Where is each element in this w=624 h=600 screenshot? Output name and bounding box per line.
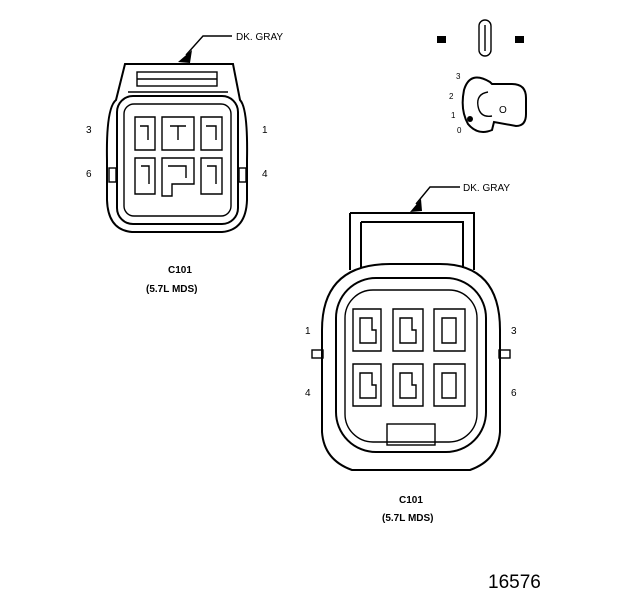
key-pointer-dot xyxy=(467,116,473,122)
bottom-connector-variant: (5.7L MDS) xyxy=(382,513,434,524)
bottom-pin-4: 4 xyxy=(305,388,311,399)
key-position-0: 0 xyxy=(457,126,462,135)
top-pin-4: 4 xyxy=(262,169,268,180)
bottom-pin-6: 6 xyxy=(511,388,517,399)
top-connector: DK. GRAY 3 1 6 4 C101 (5.7L MDS) xyxy=(86,32,283,295)
key-letter: O xyxy=(499,105,507,116)
key-detail: O 3 2 1 0 xyxy=(437,19,527,135)
key-marker-left xyxy=(437,36,446,43)
bottom-connector-name: C101 xyxy=(399,495,423,506)
bottom-connector: DK. GRAY 1 3 4 6 C101 (5.7L MDS) xyxy=(305,183,517,524)
top-connector-color-label: DK. GRAY xyxy=(236,32,283,43)
top-connector-name: C101 xyxy=(168,265,192,276)
key-position-1: 1 xyxy=(451,111,456,120)
bottom-connector-color-label: DK. GRAY xyxy=(463,183,510,194)
key-position-3: 3 xyxy=(456,72,461,81)
key-marker-right xyxy=(515,36,524,43)
top-connector-variant: (5.7L MDS) xyxy=(146,284,198,295)
key-slot xyxy=(478,19,492,57)
top-pin-1: 1 xyxy=(262,125,268,136)
top-pin-6: 6 xyxy=(86,169,92,180)
key-position-2: 2 xyxy=(449,92,454,101)
figure-number: 16576 xyxy=(488,572,541,593)
bottom-pin-3: 3 xyxy=(511,326,517,337)
top-pin-3: 3 xyxy=(86,125,92,136)
bottom-pin-1: 1 xyxy=(305,326,311,337)
